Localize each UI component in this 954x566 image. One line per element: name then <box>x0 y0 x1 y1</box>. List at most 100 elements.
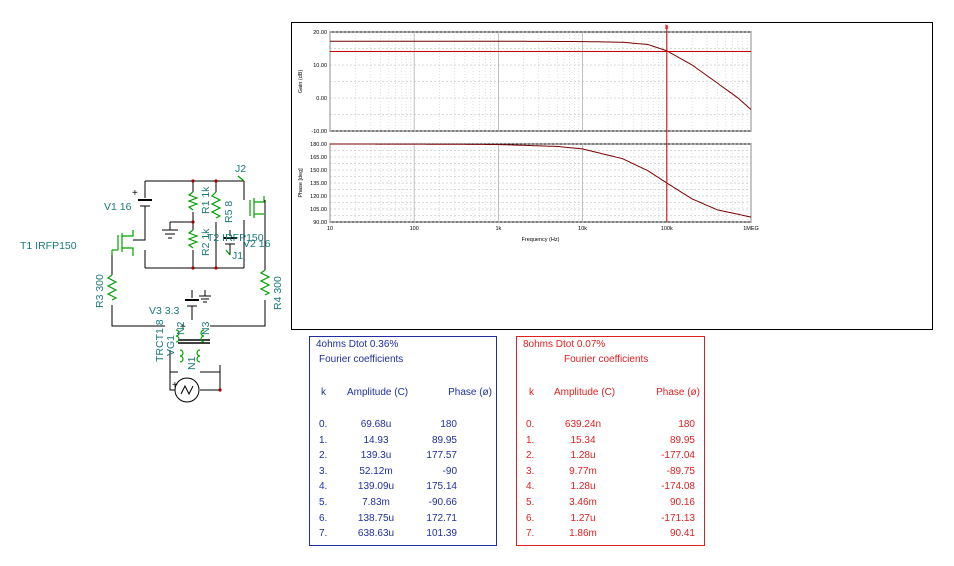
row-k: 3. <box>526 465 535 477</box>
row-k: 4. <box>526 481 535 493</box>
phase-tick-label: 90.00 <box>313 220 327 226</box>
row-k: 5. <box>319 497 328 508</box>
row-amplitude: 138.75u <box>357 512 395 524</box>
row-amplitude: 639.24n <box>564 419 602 430</box>
svg-text:+: + <box>132 188 138 199</box>
row-amplitude: 3.46m <box>569 497 597 508</box>
row-k: 1. <box>526 434 535 446</box>
row-phase: -89.75 <box>666 465 695 477</box>
phase-curve <box>330 143 752 218</box>
gain-curve <box>330 40 752 110</box>
row-amplitude: 139.3u <box>360 450 392 462</box>
row-k: 3. <box>319 465 328 477</box>
row-phase: 90.41 <box>669 528 695 540</box>
row-amplitude: 9.77m <box>569 465 597 477</box>
phase-tick-label: 120.00 <box>310 194 327 200</box>
header-phase: Phase (ø) <box>656 387 700 398</box>
row-k: 2. <box>526 450 535 462</box>
svg-text:+: + <box>172 380 178 391</box>
header-k: k <box>321 387 326 398</box>
row-phase: -171.13 <box>661 512 695 524</box>
table-subtitle: Fourier coefficients <box>564 354 649 365</box>
gain-tick-label: 10.00 <box>313 63 327 69</box>
freq-tick-label: 1k <box>495 226 501 232</box>
row-amplitude: 14.93 <box>363 434 389 446</box>
row-k: 7. <box>526 528 535 540</box>
fourier-table-8ohms: 8ohms Dtot 0.07% Fourier coefficients k Amp… <box>516 336 705 546</box>
table-subtitle: Fourier coefficients <box>319 354 404 365</box>
gain-tick-label: 20.00 <box>313 30 327 36</box>
row-k: 0. <box>526 419 535 430</box>
label-r3: R3 300 <box>94 274 106 308</box>
phase-axis-label: Phase [deg] <box>298 168 304 198</box>
freq-tick-label: 100 <box>410 226 419 232</box>
row-amplitude: 638.63u <box>357 528 395 540</box>
row-amplitude: 1.86m <box>569 528 597 540</box>
header-amplitude: Amplitude (C) <box>554 387 616 398</box>
row-k: 0. <box>319 419 328 430</box>
gain-axis-label: Gain (dB) <box>298 70 304 94</box>
header-amplitude: Amplitude (C) <box>347 387 409 398</box>
row-k: 6. <box>526 512 535 524</box>
row-phase: 89.95 <box>669 434 695 446</box>
schematic-wiring: + + + <box>106 175 271 403</box>
label-t2: T2 IRFP150 <box>207 232 264 244</box>
label-j1: J1 <box>232 250 244 262</box>
label-r5: R5 8 <box>223 200 235 223</box>
label-n1: N1 <box>186 356 198 370</box>
row-amplitude: 1.28u <box>570 481 596 493</box>
bode-plot-svg: 20.00 10.00 0.00 -10.00 180.00 165.00 150.00 13… <box>298 25 759 243</box>
header-phase: Phase (ø) <box>448 387 492 398</box>
row-amplitude: 15.34 <box>570 434 596 446</box>
cursor-label: b <box>665 25 669 31</box>
freq-tick-label: 1MEG <box>743 226 759 232</box>
row-amplitude: 139.09u <box>357 481 395 493</box>
freq-tick-label: 10k <box>578 226 587 232</box>
table-title: 4ohms Dtot 0.36% <box>316 339 399 350</box>
row-amplitude: 7.83m <box>362 497 390 508</box>
label-vg1: VG1 <box>165 334 177 356</box>
row-k: 7. <box>319 528 328 540</box>
row-phase: 175.14 <box>426 481 457 493</box>
label-t1: T1 IRFP150 <box>20 240 77 252</box>
row-phase: -90 <box>442 465 457 477</box>
svg-text:+: + <box>180 322 186 333</box>
gain-tick-label: 0.00 <box>316 96 327 102</box>
phase-tick-label: 180.00 <box>310 142 327 148</box>
phase-tick-label: 165.00 <box>310 155 327 161</box>
row-amplitude: 1.27u <box>570 512 596 524</box>
header-k: k <box>529 387 534 398</box>
row-phase: 180 <box>678 419 695 430</box>
row-amplitude: 1.28u <box>570 450 596 462</box>
row-phase: 180 <box>440 419 457 430</box>
row-k: 4. <box>319 481 328 493</box>
label-v1: V1 16 <box>104 201 132 213</box>
row-phase: 177.57 <box>426 450 457 462</box>
row-amplitude: 52.12m <box>359 465 393 477</box>
label-j2: J2 <box>235 163 247 175</box>
label-r1: R1 1k <box>200 186 212 214</box>
row-phase: 90.16 <box>669 497 695 508</box>
row-k: 5. <box>526 497 535 508</box>
label-r4: R4 300 <box>272 276 284 310</box>
row-k: 2. <box>319 450 328 462</box>
row-phase: 89.95 <box>431 434 457 446</box>
label-v3: V3 3.3 <box>149 305 180 317</box>
row-phase: -174.08 <box>661 481 695 493</box>
gain-tick-label: -10.00 <box>311 129 327 135</box>
row-phase: -90.66 <box>428 497 457 508</box>
freq-tick-label: 10 <box>327 226 333 232</box>
row-phase: 101.39 <box>426 528 457 540</box>
bode-plot-window: 20.00 10.00 0.00 -10.00 180.00 165.00 150.00 13… <box>291 22 933 330</box>
row-amplitude: 69.68u <box>360 419 392 430</box>
row-phase: -177.04 <box>661 450 695 462</box>
label-n3: N3 <box>200 321 212 335</box>
row-phase: 172.71 <box>426 512 457 524</box>
phase-tick-label: 105.00 <box>310 207 327 213</box>
table-title: 8ohms Dtot 0.07% <box>523 339 606 350</box>
phase-tick-label: 150.00 <box>310 168 327 174</box>
row-k: 6. <box>319 512 328 524</box>
frequency-axis-label: Frequency (Hz) <box>522 237 560 243</box>
row-k: 1. <box>319 434 328 446</box>
phase-tick-label: 135.00 <box>310 181 327 187</box>
